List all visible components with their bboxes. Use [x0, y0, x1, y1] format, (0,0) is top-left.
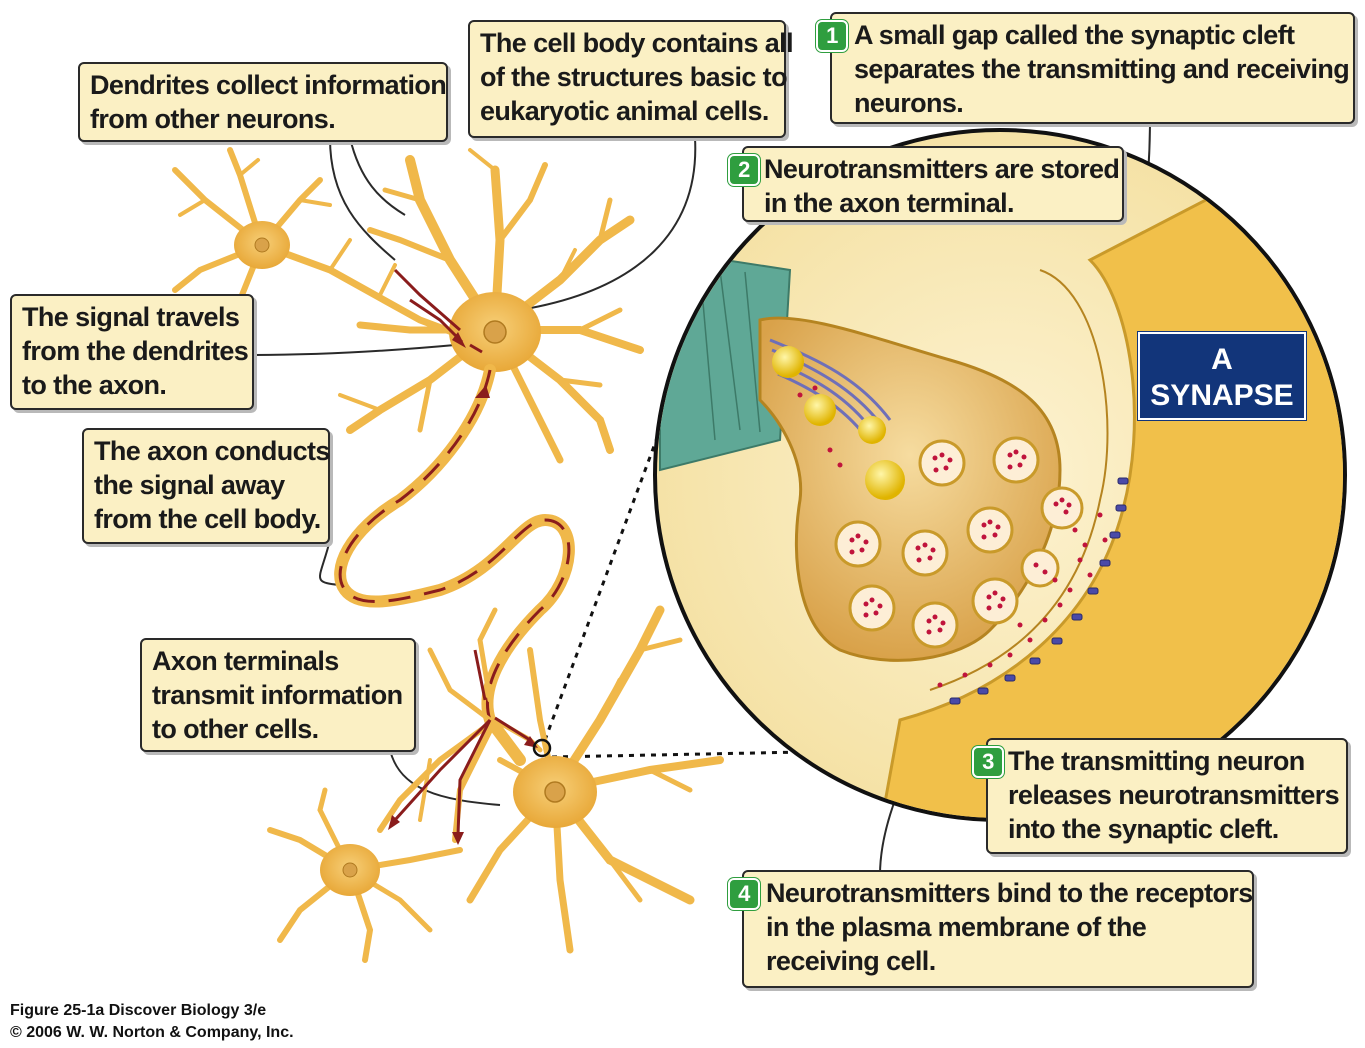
step-4-badge: 4 — [728, 878, 760, 910]
caption-line-2: © 2006 W. W. Norton & Company, Inc. — [10, 1024, 294, 1041]
step-4-callout: 4 Neurotransmitters bind to the receptor… — [728, 870, 1254, 988]
vesicles — [834, 436, 1084, 649]
label-signal: The signal travels from the dendrites to… — [10, 294, 254, 410]
synapse-title: A SYNAPSE — [1138, 332, 1306, 420]
cleft-neurotransmitters — [797, 385, 1108, 688]
label-terminals-line-3: to other cells. — [152, 714, 319, 744]
receptors — [949, 477, 1129, 705]
zoom-lines — [543, 429, 906, 759]
step-1-line-2: separates the transmitting and receiving — [854, 54, 1350, 84]
step-3-callout: 3 The transmitting neuron releases neuro… — [972, 738, 1348, 854]
step-2-line-2: in the axon terminal. — [764, 188, 1015, 218]
synapse-title-line-2: SYNAPSE — [1150, 379, 1294, 412]
receiving-neuron-dendrites — [466, 605, 724, 954]
label-signal-line-2: from the dendrites — [22, 336, 249, 366]
step-1-callout: 1 A small gap called the synaptic cleft … — [816, 12, 1355, 124]
label-axon: The axon conducts the signal away from t… — [82, 428, 330, 544]
caption-line-1: Figure 25-1a Discover Biology 3/e — [10, 1002, 267, 1019]
zoom-marker — [532, 738, 552, 758]
synapse-title-line-1: A — [1211, 343, 1233, 376]
axon-terminal-branches — [377, 607, 543, 843]
label-cell-body-line-2: of the structures basic to — [480, 62, 788, 92]
label-dendrites-line-2: from other neurons. — [90, 104, 336, 134]
label-terminals-line-1: Axon terminals — [152, 646, 339, 676]
label-terminals-line-2: transmit information — [152, 680, 403, 710]
step-3-badge: 3 — [972, 746, 1004, 778]
step-4-line-1: Neurotransmitters bind to the receptors — [766, 878, 1253, 908]
step-4-line-2: in the plasma membrane of the — [766, 912, 1147, 942]
step-3-line-1: The transmitting neuron — [1008, 746, 1305, 776]
label-signal-line-1: The signal travels — [22, 302, 240, 332]
step-3-line-3: into the synaptic cleft. — [1008, 814, 1279, 844]
receiving-cell — [878, 132, 1343, 818]
signal-arrows — [393, 268, 483, 354]
label-dendrites: Dendrites collect information from other… — [78, 62, 448, 142]
label-dendrites-line-1: Dendrites collect information — [90, 70, 447, 100]
signal-path — [338, 369, 571, 721]
step-2-line-1: Neurotransmitters are stored — [764, 154, 1120, 184]
label-cell-body-line-1: The cell body contains all — [480, 28, 794, 58]
step-1-badge: 1 — [816, 20, 848, 52]
main-neuron-nucleus — [483, 320, 507, 344]
step-1-line-1: A small gap called the synaptic cleft — [854, 20, 1295, 50]
vesicle-pre — [772, 346, 804, 378]
step-2-callout: 2 Neurotransmitters are stored in the ax… — [728, 146, 1124, 222]
label-cell-body: The cell body contains all of the struct… — [468, 20, 794, 138]
label-axon-line-2: the signal away — [94, 470, 285, 500]
step-3-line-2: releases neurotransmitters — [1008, 780, 1340, 810]
terminal-signal-arrows — [393, 649, 531, 836]
step-2-badge: 2 — [728, 154, 760, 186]
figure-caption: Figure 25-1a Discover Biology 3/e © 2006… — [10, 1000, 294, 1044]
label-cell-body-line-3: eukaryotic animal cells. — [480, 96, 769, 126]
label-axon-line-1: The axon conducts — [94, 436, 330, 466]
label-signal-line-3: to the axon. — [22, 370, 167, 400]
step-4-line-3: receiving cell. — [766, 946, 936, 976]
label-terminals: Axon terminals transmit information to o… — [140, 638, 416, 752]
step-1-line-3: neurons. — [854, 88, 964, 118]
label-axon-line-3: from the cell body. — [94, 504, 321, 534]
